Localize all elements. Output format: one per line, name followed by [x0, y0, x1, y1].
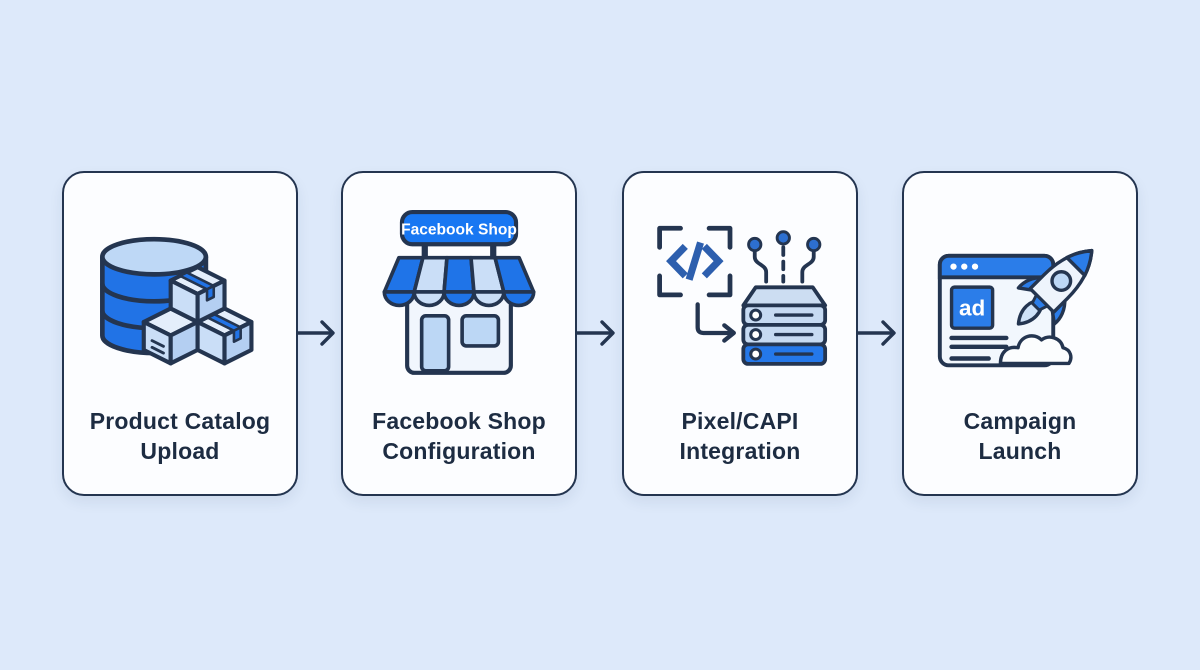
step-card-pixel-capi-integration: Pixel/CAPI Integration: [622, 171, 858, 496]
code-server-icon: [652, 209, 828, 377]
step-label-facebook-shop-configuration: Facebook Shop Configuration: [351, 406, 567, 466]
step-card-facebook-shop-configuration: Facebook Shop: [341, 171, 577, 496]
step-title-line1: Campaign: [963, 408, 1077, 434]
step-title-line2: Configuration: [382, 438, 536, 464]
step-title-line2: Upload: [140, 438, 220, 464]
database-boxes-icon: [92, 209, 268, 377]
step-card-product-catalog-upload: Product Catalog Upload: [62, 171, 298, 496]
step-card-campaign-launch: ad Campaign Launch: [902, 171, 1138, 496]
step-label-pixel-capi-integration: Pixel/CAPI Integration: [632, 406, 848, 466]
flow-arrow-icon: [857, 317, 903, 349]
step-title-line1: Facebook Shop: [372, 408, 546, 434]
flow-arrow-icon: [576, 317, 622, 349]
step-title-line2: Launch: [978, 438, 1062, 464]
ad-tile-text: ad: [959, 295, 985, 320]
facebook-shop-sign-text: Facebook Shop: [401, 221, 517, 238]
storefront-icon: Facebook Shop: [371, 209, 547, 377]
step-title-line1: Pixel/CAPI: [681, 408, 799, 434]
ad-browser-rocket-icon: ad: [932, 209, 1108, 377]
step-title-line2: Integration: [679, 438, 801, 464]
step-label-product-catalog-upload: Product Catalog Upload: [72, 406, 288, 466]
flow-arrow-icon: [296, 317, 342, 349]
step-label-campaign-launch: Campaign Launch: [912, 406, 1128, 466]
step-title-line1: Product Catalog: [89, 408, 271, 434]
